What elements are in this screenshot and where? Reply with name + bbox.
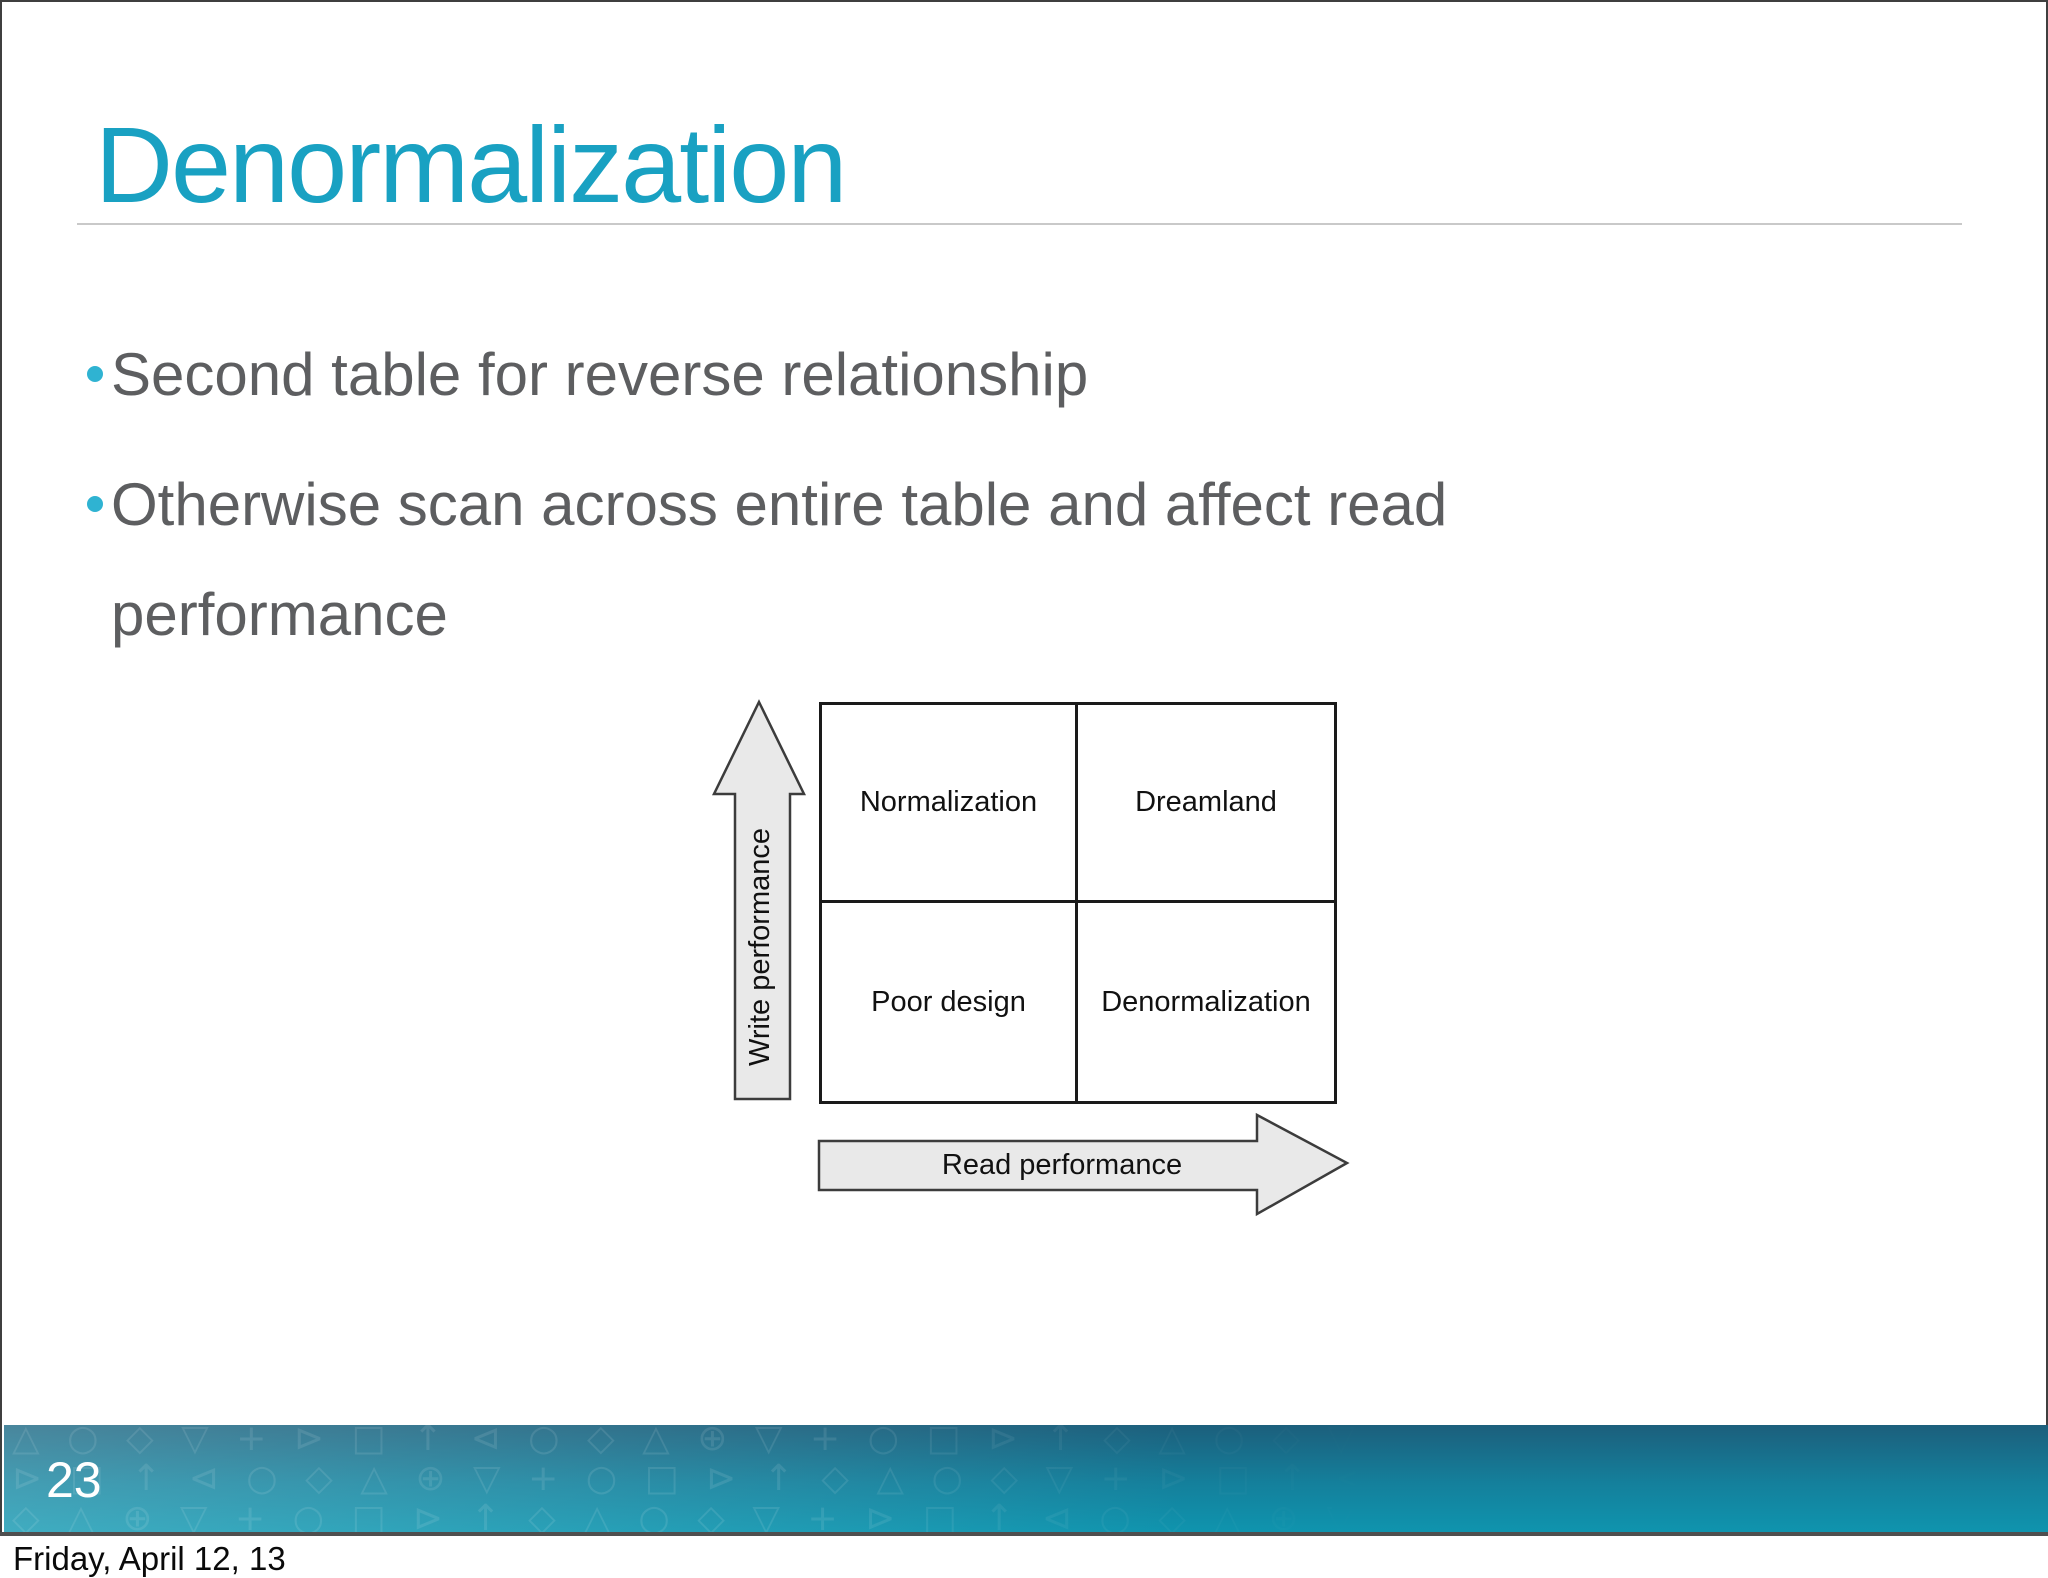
bullet-text: Second table for reverse relationship xyxy=(111,341,1089,408)
page-number: 23 xyxy=(46,1452,102,1508)
quadrant-bottom-left: Poor design xyxy=(822,903,1078,1101)
bullet-dot-icon xyxy=(87,496,103,512)
title-divider xyxy=(77,223,1962,225)
bullet-dot-icon xyxy=(87,366,103,382)
footer-band: △ ○ ◇ ▽ + ⊳ □ ↑ ⊲ ○ ◇ △ ⊕ ▽ + ○ □ ⊳ ↑ ◇ … xyxy=(4,1425,2048,1532)
quadrant-top-right: Dreamland xyxy=(1078,705,1334,903)
footer-pattern-glyphs: △ ○ ◇ ▽ + ⊳ □ ↑ ⊲ ○ ◇ △ ⊕ ▽ + ○ □ ⊳ ↑ ◇ … xyxy=(12,1425,1432,1532)
quadrant-grid: Normalization Dreamland Poor design Deno… xyxy=(819,702,1337,1104)
x-axis-label: Read performance xyxy=(941,1149,1183,1181)
quadrant-top-left: Normalization xyxy=(822,705,1078,903)
quadrant-bottom-right: Denormalization xyxy=(1101,985,1311,1018)
bullet-item: Second table for reverse relationship xyxy=(87,320,1617,430)
date-stamp: Friday, April 12, 13 xyxy=(13,1540,286,1577)
slide-canvas: Denormalization Second table for reverse… xyxy=(0,0,2048,1536)
y-axis-label: Write performance xyxy=(744,828,776,1066)
bullet-list: Second table for reverse relationship Ot… xyxy=(87,320,1617,690)
slide-title: Denormalization xyxy=(95,104,847,226)
bullet-text: Otherwise scan across entire table and a… xyxy=(111,471,1448,648)
bullet-item: Otherwise scan across entire table and a… xyxy=(87,450,1617,670)
slide-bottom-border xyxy=(0,1532,2048,1536)
